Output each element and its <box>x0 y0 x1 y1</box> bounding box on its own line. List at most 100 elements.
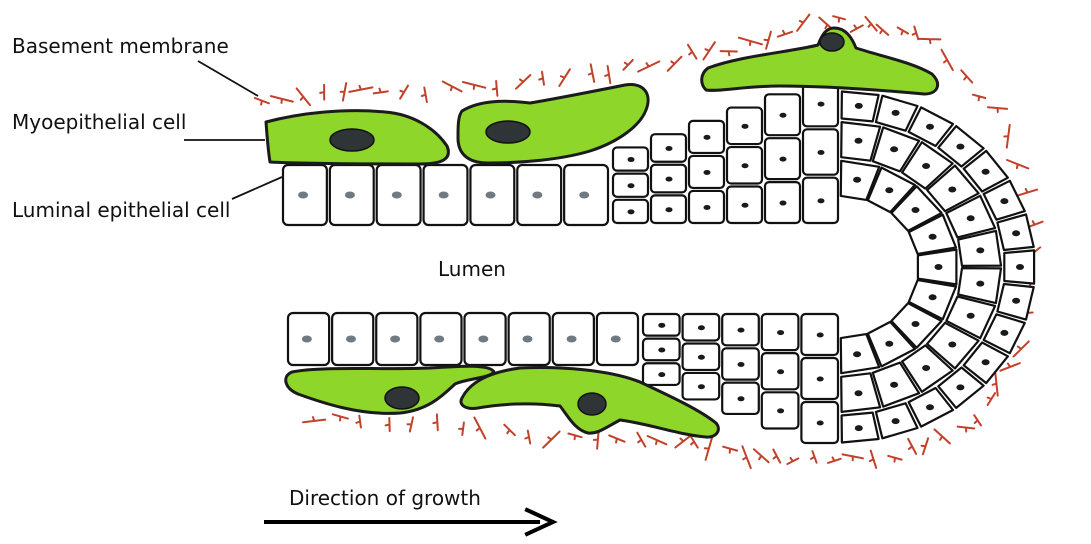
cell-nucleus <box>929 234 937 240</box>
cell-nucleus <box>777 330 784 335</box>
cell-nucleus <box>434 336 444 343</box>
basement-membrane-label: Basement membrane <box>12 36 229 56</box>
basement-membrane-fiber <box>675 435 691 448</box>
cell-nucleus <box>302 336 312 343</box>
cell-nucleus <box>885 187 893 193</box>
cell-nucleus <box>666 177 673 182</box>
basement-membrane-fiber <box>843 454 864 460</box>
basement-membrane-fiber <box>797 15 809 31</box>
basement-membrane-fiber <box>638 61 659 71</box>
cell-nucleus <box>912 207 920 213</box>
cell-nucleus <box>853 351 861 357</box>
cell-nucleus <box>967 313 975 319</box>
cell-nucleus <box>976 281 984 287</box>
cell-nucleus <box>666 146 673 151</box>
basement-membrane-fiber <box>898 28 908 35</box>
cell-nucleus <box>567 336 577 343</box>
cell-nucleus <box>698 384 705 389</box>
cell-nucleus <box>345 192 355 199</box>
cell-nucleus <box>1000 198 1008 204</box>
cell-nucleus <box>658 347 665 352</box>
luminal-layer-bottom <box>288 313 638 365</box>
cell-nucleus <box>780 113 787 118</box>
cell-nucleus <box>1000 330 1008 336</box>
luminal-layer-top <box>283 165 608 225</box>
cell-nucleus <box>912 321 920 327</box>
cell-nucleus <box>817 421 824 426</box>
cell-nucleus <box>628 209 635 214</box>
cell-nucleus <box>926 124 934 130</box>
basement-membrane-fiber <box>297 88 310 105</box>
basement-membrane-fiber <box>1004 125 1009 148</box>
basement-membrane-fiber <box>754 449 769 462</box>
basement-membrane-fiber <box>690 436 697 448</box>
luminal-epithelial-cell-label: Luminal epithelial cell <box>12 200 230 220</box>
basement-membrane-fiber <box>703 42 715 59</box>
basement-membrane-fiber <box>356 416 361 428</box>
basement-membrane-fiber <box>349 86 372 92</box>
cell-nucleus <box>982 169 990 175</box>
basement-membrane-fiber <box>1007 160 1028 168</box>
cell-nucleus <box>742 163 749 168</box>
cell-nucleus <box>392 192 402 199</box>
cell-nucleus <box>486 192 496 199</box>
cell-nucleus <box>579 192 589 199</box>
cell-nucleus <box>1012 230 1020 236</box>
basement-membrane-fiber <box>742 446 750 468</box>
basement-membrane-fiber <box>320 85 324 100</box>
cell-nucleus <box>742 203 749 208</box>
basement-membrane-fiber <box>1014 341 1029 356</box>
cell-nucleus <box>926 404 934 410</box>
cell-nucleus <box>818 150 825 155</box>
basement-membrane-fiber <box>888 456 901 462</box>
basement-membrane-fiber <box>958 427 975 432</box>
cell-nucleus <box>929 294 937 300</box>
basement-membrane-fiber <box>877 25 889 35</box>
basement-membrane-fiber <box>1000 363 1019 371</box>
basement-membrane-fiber <box>973 95 985 101</box>
cell-nucleus <box>855 103 863 109</box>
cell-nucleus <box>967 215 975 221</box>
myoepithelial-cell-label: Myoepithelial cell <box>12 112 186 132</box>
terminal-end-bud <box>613 81 1034 443</box>
basement-membrane-fiber <box>255 98 269 105</box>
basement-membrane-fiber <box>559 69 570 86</box>
cell-nucleus <box>855 425 863 431</box>
cell-nucleus <box>948 342 956 348</box>
basement-membrane-fiber <box>474 418 485 439</box>
basement-membrane-fiber <box>605 66 610 83</box>
basement-membrane-fiber <box>400 86 408 99</box>
basement-membrane-fiber <box>443 82 462 92</box>
basement-membrane-fiber <box>739 38 762 45</box>
basement-membrane-fiber <box>833 16 845 22</box>
cell-nucleus <box>885 341 893 347</box>
basement-membrane-fiber <box>723 447 737 453</box>
myoepithelial-cell-top-3 <box>702 28 938 94</box>
basement-membrane-fiber <box>721 51 737 55</box>
basement-membrane-fiber <box>851 25 863 32</box>
basement-membrane-fiber <box>637 433 645 447</box>
cell-nucleus <box>478 336 488 343</box>
basement-membrane-fiber <box>865 17 876 31</box>
cell-nucleus <box>982 359 990 365</box>
basement-membrane-fiber <box>688 45 697 59</box>
basement-membrane-fiber <box>942 50 953 70</box>
myoepithelial-cell-top-1 <box>266 111 448 164</box>
basement-membrane-fiber <box>919 39 940 43</box>
cell-nucleus <box>817 377 824 382</box>
cell-nucleus <box>890 146 898 152</box>
basement-membrane-fiber <box>908 439 916 454</box>
cell-nucleus <box>611 336 621 343</box>
cell-nucleus <box>522 336 532 343</box>
cell-nucleus <box>853 177 861 183</box>
cell-nucleus <box>738 362 745 367</box>
basement-membrane-fiber <box>493 81 498 96</box>
basement-membrane-fiber <box>341 83 347 101</box>
basement-membrane-fiber <box>705 437 712 460</box>
cell-nucleus <box>698 325 705 330</box>
cell-nucleus <box>892 418 900 424</box>
basement-membrane-fiber <box>765 32 771 49</box>
basement-membrane-fiber <box>543 432 560 448</box>
cell-nucleus <box>1016 264 1024 270</box>
